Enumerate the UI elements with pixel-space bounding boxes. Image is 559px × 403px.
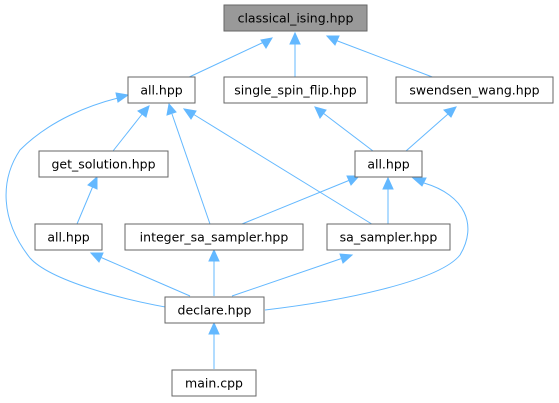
- edge-sa-sampler-to-all-a: [182, 108, 376, 227]
- node-all-b[interactable]: all.hpp: [354, 150, 423, 178]
- edge-integer-sa-sampler-to-all-a: [166, 102, 211, 225]
- node-label: get_solution.hpp: [51, 157, 155, 172]
- node-label: main.cpp: [185, 376, 243, 391]
- edge-declare-to-all-a: [5, 92, 184, 311]
- edge-get-solution-to-all-a: [112, 105, 150, 152]
- edge-declare-to-all-c: [89, 252, 191, 297]
- node-label: sa_sampler.hpp: [340, 230, 438, 245]
- node-integer-sa-sampler[interactable]: integer_sa_sampler.hpp: [124, 223, 304, 251]
- edge-all-a-to-classical-ising: [184, 37, 273, 80]
- edge-integer-sa-sampler-to-all-b: [241, 175, 361, 225]
- edge-all-c-to-get-solution: [76, 175, 98, 225]
- node-all-a[interactable]: all.hpp: [127, 76, 196, 104]
- node-label: all.hpp: [367, 157, 409, 172]
- node-get-solution[interactable]: get_solution.hpp: [38, 150, 169, 178]
- node-label: declare.hpp: [178, 303, 252, 318]
- edge-all-b-to-single-spin-flip: [314, 106, 374, 152]
- edge-main-to-declare: [208, 321, 220, 369]
- edge-declare-to-sa-sampler: [231, 253, 354, 297]
- node-declare[interactable]: declare.hpp: [164, 296, 265, 324]
- node-sa-sampler[interactable]: sa_sampler.hpp: [326, 223, 451, 251]
- edge-all-b-to-swendsen-wang: [405, 106, 457, 152]
- node-swendsen-wang[interactable]: swendsen_wang.hpp: [395, 76, 554, 104]
- nodes-layer: classical_ising.hpp all.hpp single_spin_…: [34, 4, 554, 397]
- node-all-c[interactable]: all.hpp: [34, 223, 103, 251]
- edge-declare-to-integer-sa-sampler: [208, 248, 220, 296]
- node-label: single_spin_flip.hpp: [234, 83, 356, 98]
- node-single-spin-flip[interactable]: single_spin_flip.hpp: [223, 76, 368, 104]
- node-label: integer_sa_sampler.hpp: [140, 230, 289, 245]
- node-label: swendsen_wang.hpp: [409, 83, 539, 98]
- node-label: all.hpp: [140, 83, 182, 98]
- node-classical-ising[interactable]: classical_ising.hpp: [223, 4, 368, 32]
- edge-swendsen-wang-to-classical-ising: [325, 35, 436, 79]
- node-label: classical_ising.hpp: [238, 11, 354, 26]
- node-label: all.hpp: [47, 230, 89, 245]
- edge-single-spin-flip-to-classical-ising: [289, 31, 301, 77]
- edge-declare-to-all-b: [264, 177, 469, 311]
- edge-sa-sampler-to-all-b: [382, 176, 394, 224]
- node-main[interactable]: main.cpp: [171, 369, 257, 397]
- edges-layer: [5, 31, 469, 369]
